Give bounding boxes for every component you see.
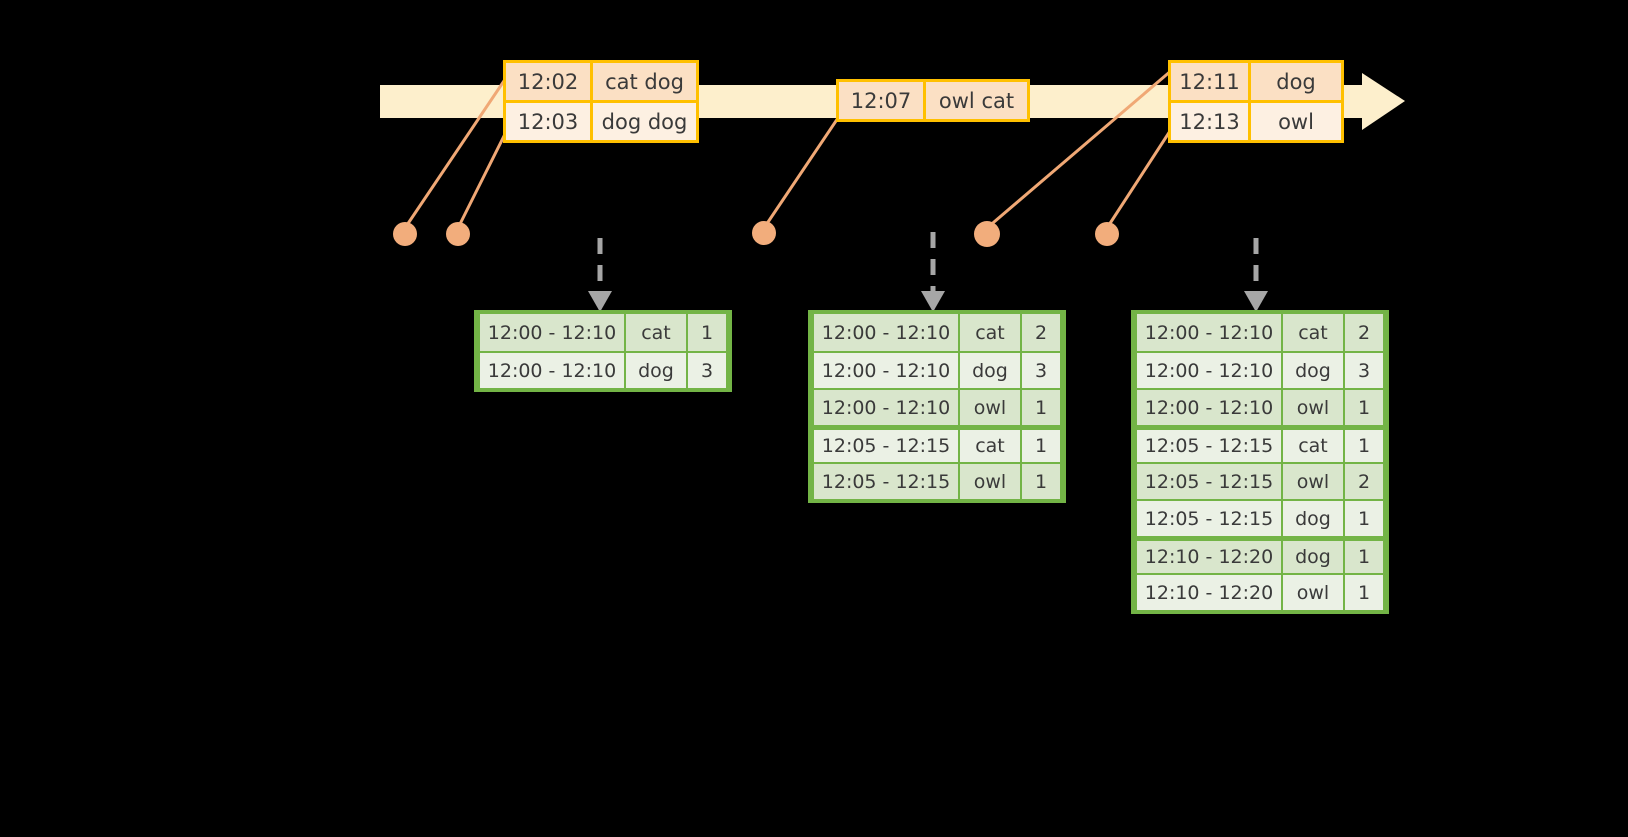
cell-window: 12:00 - 12:10 bbox=[1135, 314, 1283, 351]
cell-word: owl bbox=[960, 462, 1022, 499]
cell-window: 12:00 - 12:10 bbox=[478, 314, 626, 351]
cell-window: 12:00 - 12:10 bbox=[1135, 388, 1283, 425]
cell-word: owl bbox=[1283, 573, 1345, 610]
cell-count: 1 bbox=[1022, 388, 1062, 425]
cell-count: 1 bbox=[1345, 388, 1385, 425]
cell-count: 2 bbox=[1345, 314, 1385, 351]
event-row[interactable]: 12:03 dog dog bbox=[506, 100, 696, 140]
cell-word: cat bbox=[1283, 430, 1345, 462]
event-time: 12:07 bbox=[839, 82, 923, 119]
cell-word: cat bbox=[1283, 314, 1345, 351]
cell-word: owl bbox=[1283, 388, 1345, 425]
event-words: owl cat bbox=[923, 82, 1027, 119]
connector-dot-1 bbox=[393, 222, 417, 246]
cell-word: owl bbox=[1283, 462, 1345, 499]
event-words: dog bbox=[1248, 63, 1341, 100]
connector-line-1 bbox=[403, 71, 512, 229]
cell-window: 12:05 - 12:15 bbox=[1135, 462, 1283, 499]
cell-window: 12:00 - 12:10 bbox=[478, 351, 626, 388]
cell-count: 1 bbox=[1345, 541, 1385, 573]
cell-window: 12:10 - 12:20 bbox=[1135, 541, 1283, 573]
cell-window: 12:05 - 12:15 bbox=[1135, 430, 1283, 462]
cell-word: dog bbox=[960, 351, 1022, 388]
event-words: dog dog bbox=[590, 103, 696, 140]
cell-count: 1 bbox=[1022, 430, 1062, 462]
cell-window: 12:10 - 12:20 bbox=[1135, 573, 1283, 610]
cell-word: cat bbox=[960, 430, 1022, 462]
dashed-arrow-head-3 bbox=[1244, 291, 1268, 312]
timeline-event-group-1[interactable]: 12:02 cat dog 12:03 dog dog bbox=[503, 60, 699, 143]
connector-dot-3 bbox=[752, 221, 776, 245]
cell-count: 1 bbox=[1345, 573, 1385, 610]
dashed-arrow-head-1 bbox=[588, 291, 612, 312]
cell-word: owl bbox=[960, 388, 1022, 425]
cell-word: dog bbox=[626, 351, 688, 388]
event-row[interactable]: 12:02 cat dog bbox=[506, 63, 696, 100]
cell-count: 3 bbox=[688, 351, 728, 388]
event-words: cat dog bbox=[590, 63, 696, 100]
cell-word: cat bbox=[960, 314, 1022, 351]
event-time: 12:03 bbox=[506, 103, 590, 140]
dashed-arrow-head-2 bbox=[921, 291, 945, 312]
timeline-arrowhead-icon bbox=[1362, 73, 1405, 130]
event-time: 12:13 bbox=[1171, 103, 1248, 140]
timeline-event-group-2[interactable]: 12:07 owl cat bbox=[836, 79, 1030, 122]
cell-window: 12:05 - 12:15 bbox=[812, 462, 960, 499]
connector-dot-4 bbox=[974, 221, 1000, 247]
connector-line-5 bbox=[1105, 127, 1174, 229]
cell-count: 2 bbox=[1345, 462, 1385, 499]
dashed-arrow-heads bbox=[588, 291, 1268, 312]
connector-line-3 bbox=[762, 114, 842, 229]
connector-line-2 bbox=[456, 127, 510, 229]
event-row[interactable]: 12:13 owl bbox=[1171, 100, 1341, 140]
cell-window: 12:05 - 12:15 bbox=[1135, 499, 1283, 536]
timeline-event-group-3[interactable]: 12:11 dog 12:13 owl bbox=[1168, 60, 1344, 143]
cell-count: 2 bbox=[1022, 314, 1062, 351]
cell-window: 12:05 - 12:15 bbox=[812, 430, 960, 462]
cell-count: 1 bbox=[1345, 499, 1385, 536]
event-row[interactable]: 12:07 owl cat bbox=[839, 82, 1027, 119]
cell-word: dog bbox=[1283, 541, 1345, 573]
connector-dot-2 bbox=[446, 222, 470, 246]
cell-window: 12:00 - 12:10 bbox=[812, 314, 960, 351]
connector-dots bbox=[393, 221, 1119, 247]
event-time: 12:02 bbox=[506, 63, 590, 100]
cell-window: 12:00 - 12:10 bbox=[1135, 351, 1283, 388]
connector-dot-5 bbox=[1095, 222, 1119, 246]
cell-count: 1 bbox=[1022, 462, 1062, 499]
cell-word: dog bbox=[1283, 499, 1345, 536]
cell-window: 12:00 - 12:10 bbox=[812, 388, 960, 425]
cell-count: 1 bbox=[688, 314, 728, 351]
event-time: 12:11 bbox=[1171, 63, 1248, 100]
cell-word: cat bbox=[626, 314, 688, 351]
cell-count: 3 bbox=[1022, 351, 1062, 388]
cell-window: 12:00 - 12:10 bbox=[812, 351, 960, 388]
cell-word: dog bbox=[1283, 351, 1345, 388]
event-words: owl bbox=[1248, 103, 1341, 140]
cell-count: 3 bbox=[1345, 351, 1385, 388]
event-row[interactable]: 12:11 dog bbox=[1171, 63, 1341, 100]
cell-count: 1 bbox=[1345, 430, 1385, 462]
dashed-arrows bbox=[597, 232, 1259, 292]
